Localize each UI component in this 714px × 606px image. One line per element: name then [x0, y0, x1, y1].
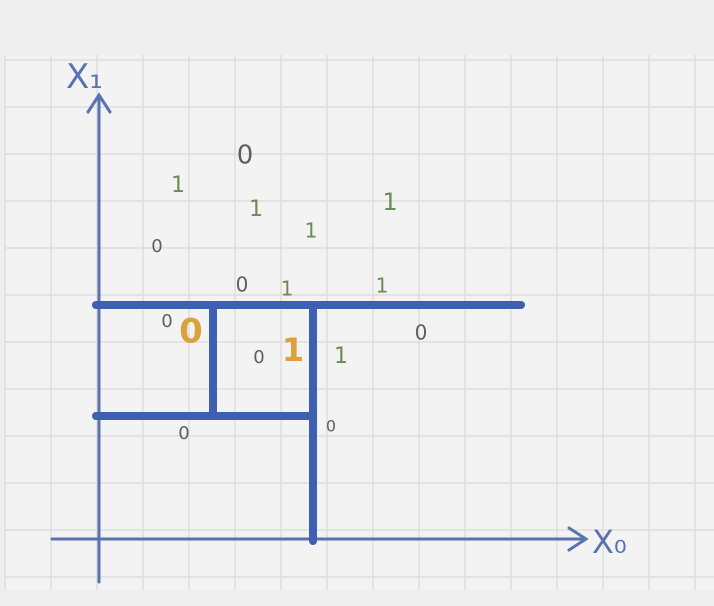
point-label: 0: [415, 321, 428, 345]
y-axis-label: X₁: [66, 57, 103, 97]
x-axis: [50, 526, 589, 552]
y-axis-arrowhead: [86, 92, 112, 114]
point-label: 0: [326, 417, 336, 436]
point-label: 1: [249, 197, 263, 222]
point-label: 0: [253, 347, 264, 368]
point-label: 1: [376, 274, 389, 298]
grid-paper: [5, 55, 714, 590]
x-axis-arrowhead: [567, 526, 589, 552]
point-label: 1: [334, 344, 348, 369]
x-axis-label: X₀: [592, 523, 627, 561]
point-label: 1: [382, 188, 397, 216]
point-label: 1: [305, 219, 318, 243]
point-label: 0: [178, 423, 189, 444]
point-label: 0: [237, 141, 254, 171]
highlighted-point-label: 1: [282, 331, 304, 369]
point-label: 1: [171, 173, 185, 198]
split-lines: [92, 301, 525, 545]
y-axis: [86, 92, 112, 584]
grid-lines: [4, 55, 714, 590]
point-label: 0: [236, 273, 249, 297]
point-label: 0: [161, 311, 172, 332]
highlighted-point-label: 0: [179, 312, 203, 352]
point-label: 1: [281, 277, 294, 301]
point-label: 0: [151, 236, 162, 257]
